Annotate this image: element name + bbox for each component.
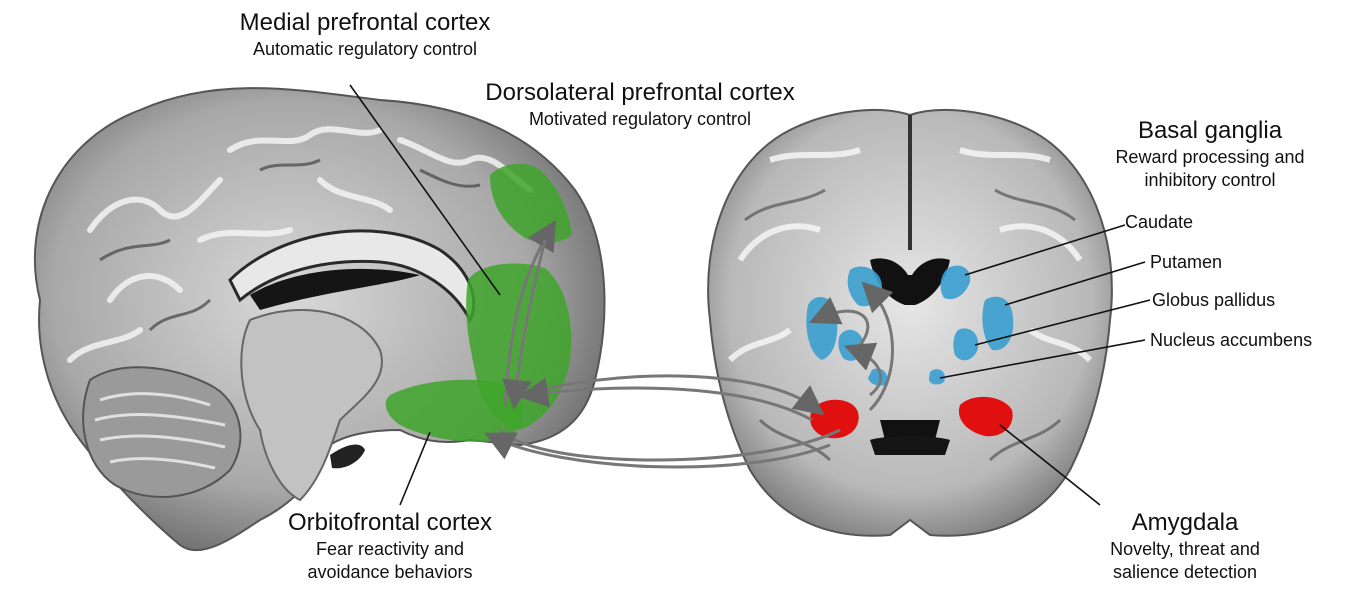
mpfc-label: Medial prefrontal cortex Automatic regul…: [200, 8, 530, 61]
basal-ganglia-subtitle-line2: inhibitory control: [1085, 169, 1335, 192]
coronal-brain: [708, 110, 1112, 536]
mpfc-title: Medial prefrontal cortex: [200, 8, 530, 38]
amygdala-subtitle-line1: Novelty, threat and: [1060, 538, 1310, 561]
dlpfc-title: Dorsolateral prefrontal cortex: [450, 78, 830, 108]
basal-ganglia-subtitle-line1: Reward processing and: [1085, 146, 1335, 169]
dlpfc-subtitle: Motivated regulatory control: [450, 108, 830, 131]
basal-ganglia-label: Basal ganglia Reward processing and inhi…: [1085, 116, 1335, 191]
nucleus-accumbens-label: Nucleus accumbens: [1150, 330, 1312, 351]
ofc-subtitle-line1: Fear reactivity and: [240, 538, 540, 561]
amygdala-title: Amygdala: [1060, 508, 1310, 538]
mpfc-subtitle: Automatic regulatory control: [200, 38, 530, 61]
ofc-leader-line: [400, 432, 430, 505]
ofc-title: Orbitofrontal cortex: [240, 508, 540, 538]
ofc-label: Orbitofrontal cortex Fear reactivity and…: [240, 508, 540, 583]
dlpfc-label: Dorsolateral prefrontal cortex Motivated…: [450, 78, 830, 131]
ofc-subtitle-line2: avoidance behaviors: [240, 561, 540, 584]
putamen-label: Putamen: [1150, 252, 1222, 273]
globus-pallidus-label: Globus pallidus: [1152, 290, 1275, 311]
basal-ganglia-title: Basal ganglia: [1085, 116, 1335, 146]
caudate-label: Caudate: [1125, 212, 1193, 233]
amygdala-label: Amygdala Novelty, threat and salience de…: [1060, 508, 1310, 583]
amygdala-subtitle-line2: salience detection: [1060, 561, 1310, 584]
